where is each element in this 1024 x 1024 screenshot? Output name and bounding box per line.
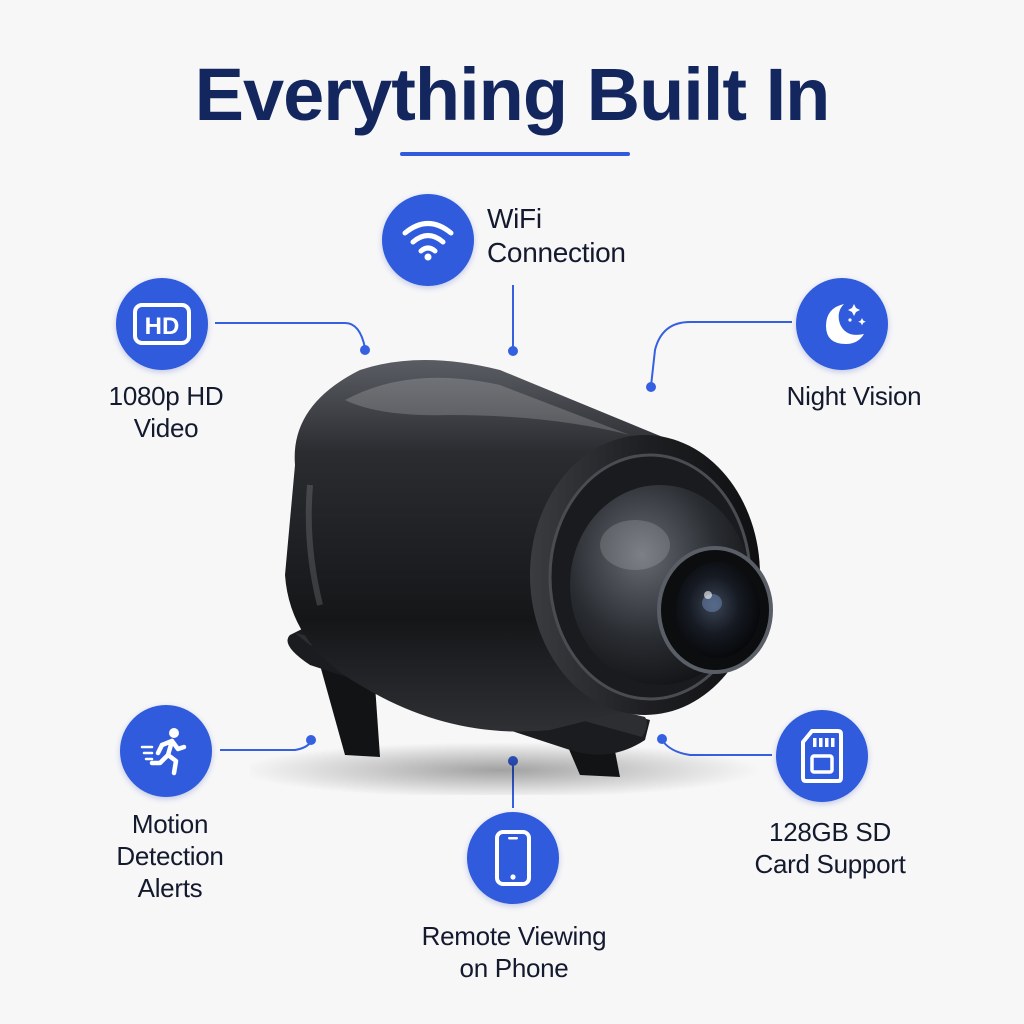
hd-label-line-2: Video xyxy=(133,413,199,443)
night-label-line-1: Night Vision xyxy=(786,381,922,411)
connector-night xyxy=(650,321,792,387)
night-label: Night Vision xyxy=(744,380,964,412)
smartphone-icon xyxy=(495,830,531,886)
phone-badge xyxy=(467,812,559,904)
hd-icon-text: HD xyxy=(145,313,180,340)
motion-label: Motion Detection Alerts xyxy=(70,808,270,904)
hd-label-line-1: 1080p HD xyxy=(108,381,224,411)
wifi-label: WiFi Connection xyxy=(487,202,626,270)
phone-label-line-1: Remote Viewing xyxy=(421,921,607,951)
sd-card-icon xyxy=(801,729,843,783)
hd-badge: HD xyxy=(116,278,208,370)
phone-label-line-2: on Phone xyxy=(459,953,569,983)
moon-stars-icon xyxy=(826,304,866,344)
wifi-label-line-1: WiFi xyxy=(487,203,542,234)
wifi-icon xyxy=(402,221,454,261)
title-underline xyxy=(400,152,630,156)
wifi-badge xyxy=(382,194,474,286)
motion-label-line-3: Alerts xyxy=(137,873,203,903)
wifi-label-line-2: Connection xyxy=(487,237,626,268)
hd-label: 1080p HD Video xyxy=(66,380,266,444)
connector-dot-hd xyxy=(360,345,370,355)
motion-label-line-1: Motion xyxy=(131,809,209,839)
connector-dot-wifi xyxy=(508,346,518,356)
connector-hd xyxy=(215,322,366,349)
page-title: Everything Built In xyxy=(194,53,831,136)
motion-badge xyxy=(120,705,212,797)
sd-label-line-1: 128GB SD xyxy=(769,817,891,847)
night-badge xyxy=(796,278,888,370)
connector-dot-sd xyxy=(657,734,667,744)
motion-label-line-2: Detection xyxy=(116,841,224,871)
sd-label-line-2: Card Support xyxy=(754,849,906,879)
sd-label: 128GB SD Card Support xyxy=(720,816,940,880)
hd-icon: HD xyxy=(133,303,191,345)
running-person-icon xyxy=(140,728,187,776)
connector-dot-motion xyxy=(306,735,316,745)
camera-product-image xyxy=(250,360,773,795)
phone-label: Remote Viewing on Phone xyxy=(384,920,644,984)
connector-dot-night xyxy=(646,382,656,392)
sd-badge xyxy=(776,710,868,802)
